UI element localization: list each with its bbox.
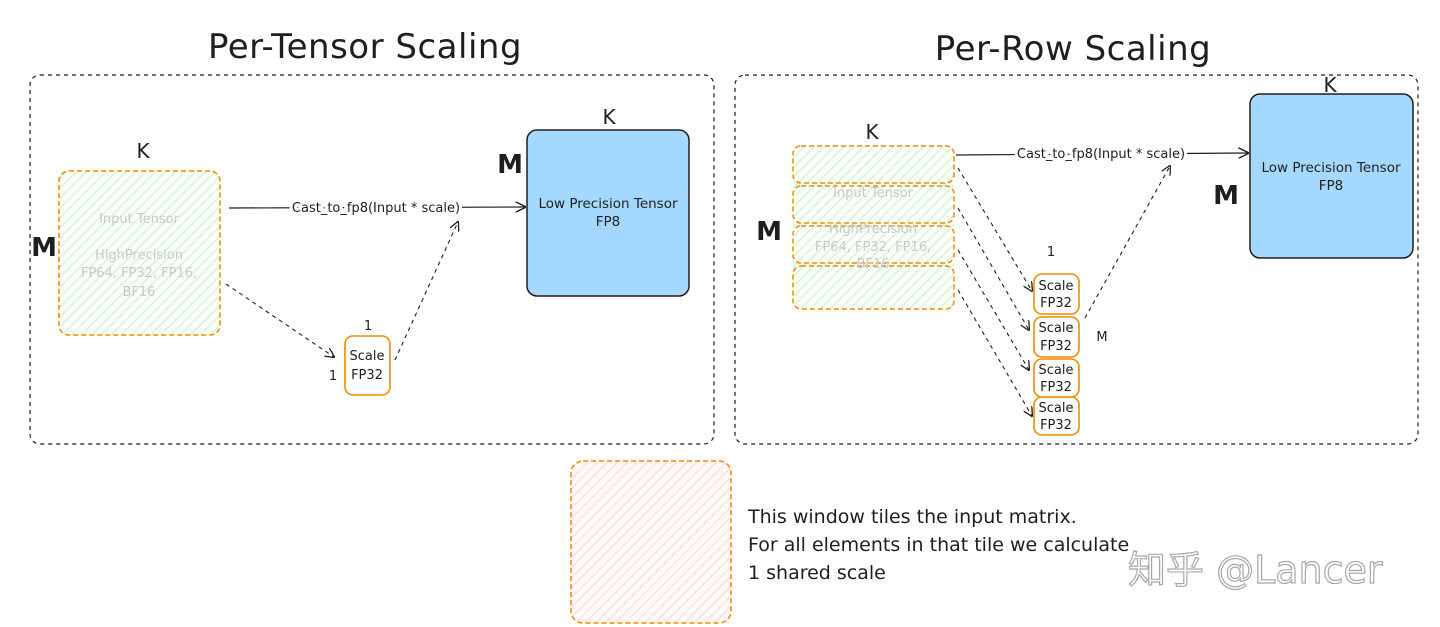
per-tensor-input-line2: HighPrecision [95, 248, 183, 263]
per-tensor-frame [29, 74, 715, 445]
legend-line-3: 1 shared scale [748, 562, 886, 584]
per-row-scale-to-cast-arrow [1084, 166, 1170, 319]
per-row-input-line2: HighPrecision [829, 222, 917, 237]
per-tensor-output-line1: Low Precision Tensor [538, 196, 678, 212]
per-row-scale-1-line2: FP32 [1040, 296, 1072, 311]
per-row-scale-box-2 [1033, 316, 1080, 358]
per-row-input-line3: FP64, FP32, FP16, [815, 240, 931, 255]
per-tensor-scale-line1: Scale [350, 349, 385, 364]
per-tensor-title: Per-Tensor Scaling [208, 27, 522, 67]
per-row-cast-arrow [955, 153, 1248, 155]
per-row-tile-3 [792, 225, 955, 264]
per-tensor-input-line4: BF16 [123, 285, 156, 300]
per-tensor-scale-top-label: 1 [364, 319, 372, 334]
per-tensor-scale-left-label: 1 [329, 369, 337, 384]
per-tensor-scale-to-cast-arrow [394, 222, 458, 361]
per-row-tile-2 [792, 185, 955, 224]
per-row-tile-4 [792, 265, 955, 310]
per-tensor-scale-box [344, 335, 391, 396]
per-row-scale-4-line1: Scale [1039, 401, 1074, 416]
per-row-scale-1-line1: Scale [1039, 279, 1074, 294]
per-row-arrow-row-3 [957, 249, 1029, 370]
per-row-tile-1 [792, 145, 955, 184]
per-tensor-output-k-label: K [602, 105, 616, 129]
watermark: 知乎 @Lancer [1128, 548, 1383, 592]
per-tensor-input-line1: Input Tensor [99, 212, 179, 227]
per-row-output-line1: Low Precision Tensor [1261, 160, 1401, 176]
per-row-arrow-row-2 [957, 207, 1029, 330]
per-row-input-line4: BF16 [857, 257, 890, 272]
per-row-title: Per-Row Scaling [935, 29, 1211, 69]
per-tensor-input-tensor [58, 170, 221, 336]
per-row-output-line2: FP8 [1319, 178, 1344, 194]
per-tensor-cast-label: Cast_to_fp8(Input * scale) [292, 201, 460, 216]
per-row-output-m-label: M [1213, 181, 1239, 211]
per-row-scale-top-label: 1 [1047, 245, 1055, 260]
legend-tile-swatch [570, 460, 732, 624]
per-tensor-output-m-label: M [497, 150, 523, 180]
per-tensor-output-line2: FP8 [596, 214, 621, 230]
per-row-input-line1: Input Tensor [833, 186, 913, 201]
legend-line-2: For all elements in that tile we calcula… [748, 534, 1129, 556]
per-tensor-input-k-label: K [136, 139, 150, 163]
per-tensor-input-line3: FP64, FP32, FP16, [81, 266, 197, 281]
per-row-frame [734, 74, 1419, 445]
legend-line-1: This window tiles the input matrix. [747, 506, 1077, 528]
per-row-output-tensor [1249, 93, 1414, 259]
per-row-scale-3-line2: FP32 [1040, 380, 1072, 395]
per-row-scale-box-1 [1033, 273, 1080, 315]
per-row-scale-3-line1: Scale [1039, 363, 1074, 378]
per-tensor-to-scale-arrow [225, 283, 334, 357]
per-row-output-k-label: K [1323, 73, 1337, 97]
per-tensor-input-m-label: M [31, 233, 57, 263]
per-row-scale-4-line2: FP32 [1040, 418, 1072, 433]
per-row-input-k-label: K [865, 120, 879, 144]
per-row-scale-2-line1: Scale [1039, 321, 1074, 336]
per-row-input-m-label: M [756, 217, 782, 247]
per-row-arrow-row-4 [957, 289, 1032, 416]
per-tensor-cast-arrow [228, 207, 525, 208]
per-row-scale-m-label: M [1096, 330, 1107, 345]
per-tensor-output-tensor [526, 129, 690, 297]
per-row-scale-2-line2: FP32 [1040, 339, 1072, 354]
per-tensor-scale-line2: FP32 [351, 368, 383, 383]
per-row-cast-label: Cast_to_fp8(Input * scale) [1017, 147, 1185, 162]
per-row-scale-box-4 [1033, 396, 1080, 436]
